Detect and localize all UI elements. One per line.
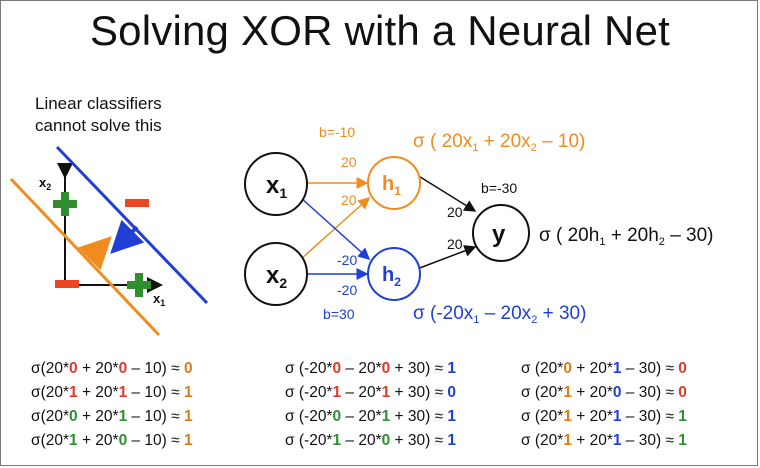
blue-normal-arrow bbox=[110, 219, 145, 254]
minus-marker-top bbox=[125, 199, 149, 207]
weight-x1-h1: 20 bbox=[341, 154, 357, 170]
eq-col3-row3: σ (20*1 + 20*1 – 30) ≈ 1 bbox=[521, 408, 687, 425]
node-h1: h1 bbox=[367, 156, 421, 210]
eq-col1-row3: σ(20*0 + 20*1 – 10) ≈ 1 bbox=[31, 408, 193, 425]
orange-normal-arrow bbox=[77, 236, 112, 271]
eq-col2-row1: σ (-20*0 – 20*0 + 30) ≈ 1 bbox=[285, 360, 457, 377]
slide-title: Solving XOR with a Neural Net bbox=[89, 7, 671, 54]
blue-decision-line bbox=[55, 145, 209, 305]
eq-col1-row2: σ(20*1 + 20*1 – 10) ≈ 1 bbox=[31, 384, 193, 401]
weight-x1-h2: -20 bbox=[337, 252, 357, 268]
y-formula: σ ( 20h1 + 20h2 – 30) bbox=[539, 225, 714, 248]
bias-y-label: b=-30 bbox=[481, 180, 517, 196]
minus-marker-bottom bbox=[55, 280, 79, 288]
y-axis-label: x2 bbox=[39, 175, 51, 192]
svg-text:x2: x2 bbox=[266, 262, 287, 291]
network-edges bbox=[300, 174, 477, 280]
eq-col2-row4: σ (-20*1 – 20*0 + 30) ≈ 1 bbox=[285, 432, 457, 449]
bias-h2-label: b=30 bbox=[323, 306, 355, 322]
svg-text:x1: x1 bbox=[266, 172, 287, 201]
x-axis-label: x1 bbox=[153, 291, 165, 308]
eq-col3-row4: σ (20*1 + 20*1 – 30) ≈ 1 bbox=[521, 432, 687, 449]
bias-h1-label: b=-10 bbox=[319, 124, 355, 140]
eq-col3-row1: σ (20*0 + 20*1 – 30) ≈ 0 bbox=[521, 360, 687, 377]
svg-text:h2: h2 bbox=[382, 264, 401, 289]
svg-text:h1: h1 bbox=[382, 173, 401, 198]
node-x2: x2 bbox=[244, 242, 308, 306]
eq-col1-row4: σ(20*1 + 20*0 – 10) ≈ 1 bbox=[31, 432, 193, 449]
node-y: y bbox=[472, 204, 530, 262]
note-line-2: cannot solve this bbox=[35, 116, 162, 135]
plus-marker-bottom bbox=[127, 273, 151, 297]
eq-col2-row3: σ (-20*0 – 20*1 + 30) ≈ 1 bbox=[285, 408, 457, 425]
weight-x2-h1: 20 bbox=[341, 192, 357, 208]
weight-h2-y: 20 bbox=[447, 236, 463, 252]
linear-classifier-note: Linear classifiers cannot solve this bbox=[35, 93, 162, 137]
edge-x1-h2 bbox=[300, 197, 371, 261]
plus-marker-top bbox=[53, 192, 77, 216]
edge-h1-y bbox=[416, 174, 477, 212]
node-x1: x1 bbox=[244, 152, 308, 216]
eq-col3-row2: σ (20*1 + 20*0 – 30) ≈ 0 bbox=[521, 384, 687, 401]
weight-h1-y: 20 bbox=[447, 204, 463, 220]
edge-h2-y bbox=[416, 245, 477, 270]
weight-x2-h2: -20 bbox=[337, 282, 357, 298]
eq-col2-row2: σ (-20*1 – 20*1 + 30) ≈ 0 bbox=[285, 384, 457, 401]
h2-formula: σ (-20x1 – 20x2 + 30) bbox=[413, 303, 586, 326]
h1-formula: σ ( 20x1 + 20x2 – 10) bbox=[413, 131, 585, 154]
node-h2: h2 bbox=[367, 247, 421, 301]
svg-text:y: y bbox=[492, 221, 506, 248]
eq-col1-row1: σ(20*0 + 20*0 – 10) ≈ 0 bbox=[31, 360, 193, 377]
xor-plot: x2 x1 bbox=[9, 145, 209, 337]
note-line-1: Linear classifiers bbox=[35, 94, 162, 113]
